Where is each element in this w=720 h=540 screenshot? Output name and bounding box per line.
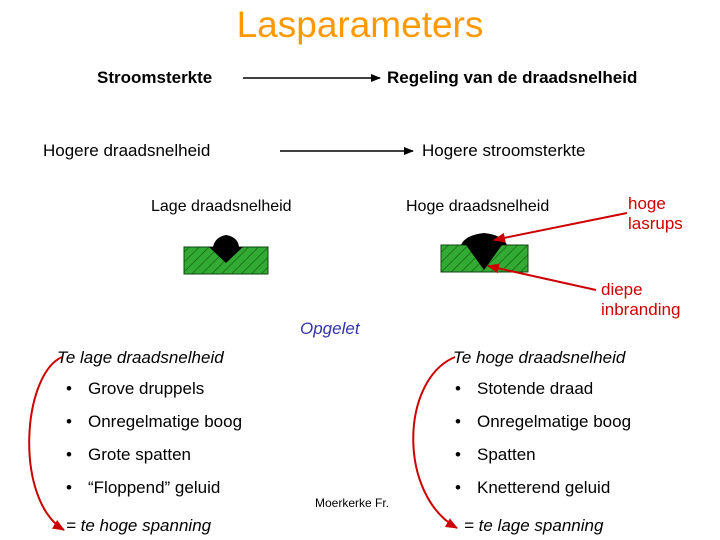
label-current: Stroomsterkte <box>97 68 213 87</box>
label-higher-current: Hogere stroomsterkte <box>422 141 586 160</box>
conclusion-too-high-speed: = te lage spanning <box>464 516 604 535</box>
author-credit: Moerkerke Fr. <box>315 496 390 510</box>
attention-label: Opgelet <box>300 319 360 338</box>
list-item: •Grove druppels <box>66 379 205 398</box>
bracket-left <box>28 356 65 531</box>
weld-plate-low <box>183 235 269 275</box>
callout-high-bead: hoge lasrups <box>628 194 683 233</box>
page-title: Lasparameters <box>236 4 484 45</box>
list-item: •Knetterend geluid <box>455 478 611 497</box>
list-item: •Stotende draad <box>455 379 594 398</box>
list-item: •Grote spatten <box>66 445 192 464</box>
label-wire-speed-control: Regeling van de draadsnelheid <box>387 68 638 87</box>
heading-too-low-speed: Te lage draadsnelheid <box>57 348 224 367</box>
callout-deep-penetration: diepe inbranding <box>601 280 681 319</box>
list-too-low-speed: •Grove druppels •Onregelmatige boog •Gro… <box>66 379 242 511</box>
bracket-right <box>412 356 458 529</box>
arrow-high-bead <box>493 212 628 243</box>
weld-plate-high <box>440 233 529 273</box>
label-high-wire-speed: Hoge draadsnelheid <box>406 198 550 215</box>
list-item: •“Floppend” geluid <box>66 478 221 497</box>
conclusion-too-low-speed: = te hoge spanning <box>66 516 212 535</box>
list-item: •Spatten <box>455 445 536 464</box>
list-too-high-speed: •Stotende draad •Onregelmatige boog •Spa… <box>455 379 631 511</box>
list-item: •Onregelmatige boog <box>455 412 632 431</box>
heading-too-high-speed: Te hoge draadsnelheid <box>453 348 626 367</box>
label-higher-wire-speed: Hogere draadsnelheid <box>43 141 211 160</box>
arrow-deep-penetration <box>487 263 597 291</box>
label-low-wire-speed: Lage draadsnelheid <box>151 198 292 215</box>
list-item: •Onregelmatige boog <box>66 412 243 431</box>
